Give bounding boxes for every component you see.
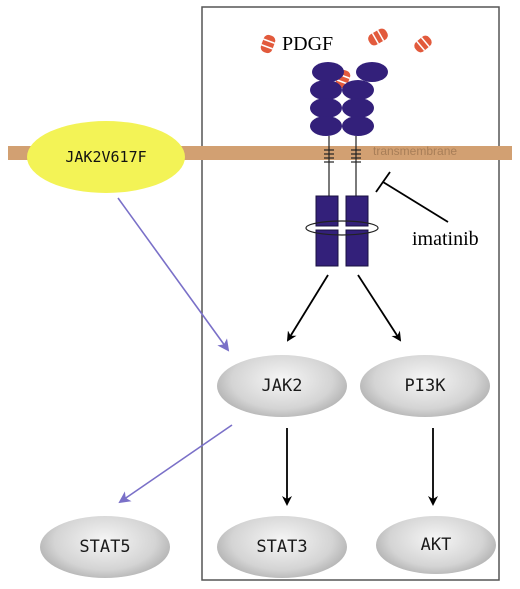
imatinib-inhibition-mark [375, 171, 449, 223]
receptor-kinase-domains [315, 195, 369, 267]
node-jak2-label: JAK2 [261, 376, 303, 396]
jak2v617f-shape [27, 121, 185, 193]
pdgf-receptor-right [342, 62, 388, 136]
node-pi3k: PI3K [360, 355, 490, 417]
imatinib-label: imatinib [412, 228, 479, 250]
pdgf-label: PDGF [282, 33, 334, 55]
pdgf-receptor-left [310, 62, 344, 136]
jak2v617f-label: JAK2V617F [65, 148, 147, 166]
node-stat5: STAT5 [40, 516, 170, 578]
node-stat3-label: STAT3 [256, 537, 308, 557]
node-akt-label: AKT [420, 535, 452, 555]
arrow-receptor-to-jak2 [286, 274, 329, 342]
node-pi3k-label: PI3K [404, 376, 446, 396]
kinase-ring [305, 220, 379, 236]
cell-boundary [201, 6, 500, 581]
arrow-receptor-to-pi3k [357, 274, 402, 342]
arrow-jak2v617f-to-jak2 [117, 197, 230, 352]
node-stat5-label: STAT5 [79, 537, 131, 557]
node-stat3: STAT3 [217, 516, 347, 578]
membrane-label: transmembrane [373, 144, 458, 158]
arrow-jak2-to-stat5 [118, 424, 233, 504]
node-jak2: JAK2 [217, 355, 347, 417]
node-akt: AKT [376, 516, 496, 574]
receptor-transmembrane-segments [324, 136, 361, 196]
